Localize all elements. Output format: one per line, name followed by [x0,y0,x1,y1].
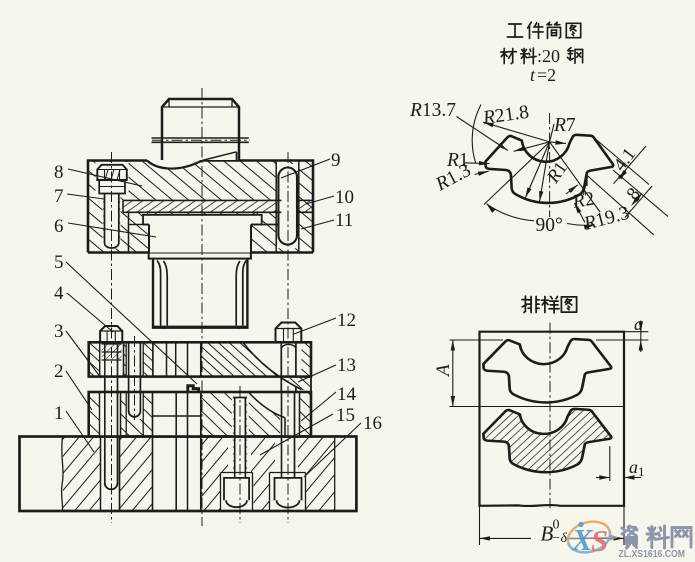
svg-text:B: B [541,522,554,546]
svg-text:X: X [571,522,594,557]
svg-text:16: 16 [363,413,382,434]
svg-text:1: 1 [54,403,64,424]
svg-text:7: 7 [54,186,64,207]
svg-text:11: 11 [335,210,353,231]
svg-text:15: 15 [336,405,355,426]
svg-text:12: 12 [337,310,356,331]
svg-text::: : [537,46,542,66]
svg-text:a: a [634,314,643,334]
svg-text:R13.7: R13.7 [409,100,456,121]
svg-text:5: 5 [54,252,64,273]
svg-text:3: 3 [54,321,64,342]
svg-text:S: S [591,523,608,558]
svg-text:8: 8 [54,162,64,183]
svg-text:t: t [530,65,536,85]
svg-text:14: 14 [337,384,357,405]
svg-text:ZL.XS1616.COM: ZL.XS1616.COM [619,549,686,560]
svg-text:a1: a1 [629,457,645,479]
svg-text:A: A [433,364,454,378]
svg-text:=2: =2 [537,65,556,85]
svg-text:9: 9 [331,150,341,171]
svg-text:6: 6 [54,216,64,237]
svg-text:0: 0 [553,518,560,533]
svg-text:−δ: −δ [552,530,568,545]
svg-text:4: 4 [54,283,64,304]
svg-text:R1: R1 [446,150,469,171]
svg-text:20: 20 [542,46,560,66]
svg-text:13: 13 [337,355,356,376]
svg-text:R7: R7 [553,115,576,136]
svg-text:R2: R2 [570,188,596,213]
svg-text:2: 2 [54,361,64,382]
svg-text:90°: 90° [536,215,563,236]
svg-text:10: 10 [335,187,354,208]
